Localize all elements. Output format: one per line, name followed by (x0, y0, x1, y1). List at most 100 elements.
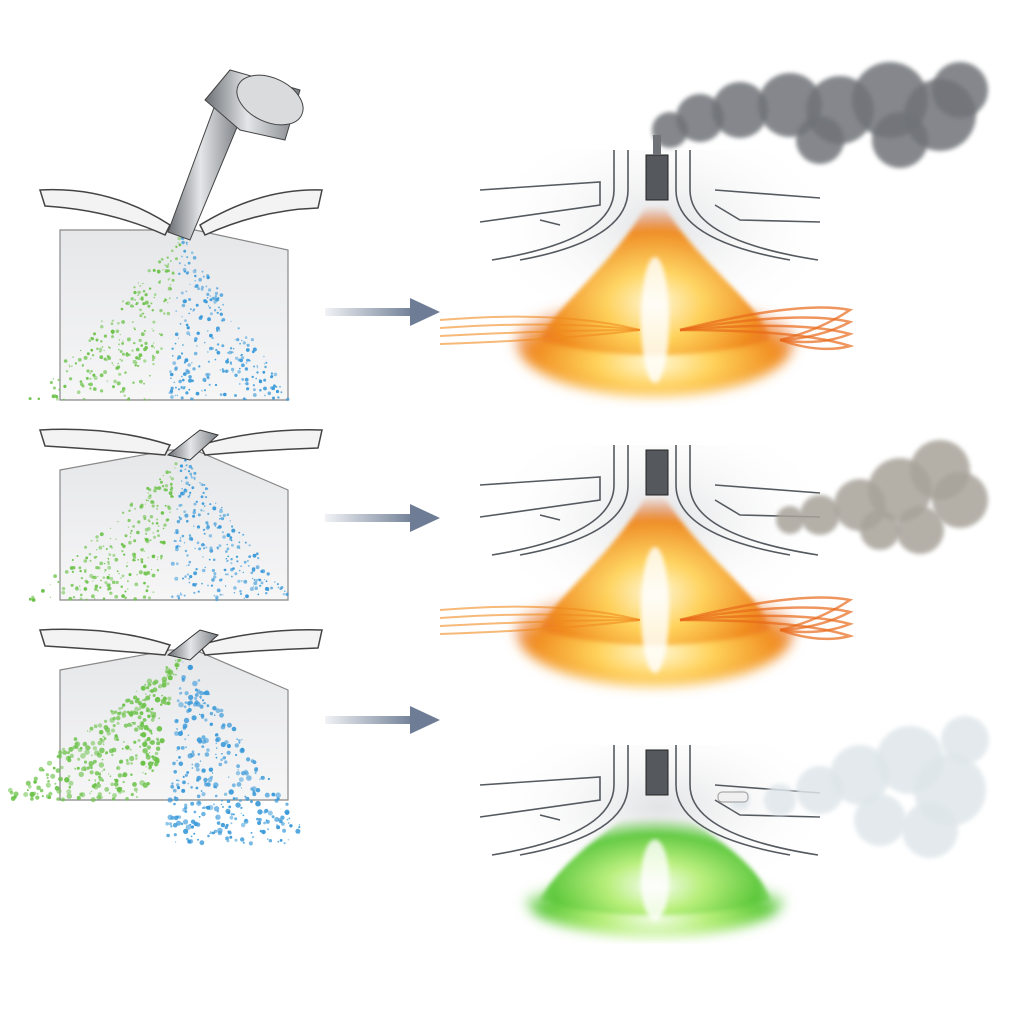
spray-droplet-blue (220, 758, 223, 761)
spray-droplet-blue (239, 547, 241, 549)
spray-droplet-blue (190, 476, 193, 479)
spray-droplet-blue (206, 296, 209, 299)
spray-droplet-green (171, 278, 175, 282)
spray-droplet-green (104, 787, 110, 792)
arrow-head (410, 298, 440, 326)
spray-droplet-blue (207, 330, 209, 332)
spray-droplet-blue (219, 712, 224, 718)
flame-icon (439, 480, 855, 686)
spray-droplet-green (117, 773, 123, 778)
spray-droplet-blue (252, 760, 257, 765)
nozzle-icon (166, 429, 220, 461)
spray-droplet-blue (196, 331, 200, 335)
spray-droplet-blue (178, 494, 182, 498)
spray-droplet-green (79, 569, 82, 573)
spray-droplet-blue (245, 398, 247, 400)
spray-droplet-blue (206, 704, 210, 708)
spray-droplet-green (120, 577, 122, 579)
spray-droplet-green (89, 770, 94, 775)
spray-droplet-green (172, 673, 175, 676)
spray-droplet-green (142, 782, 148, 788)
spray-droplet-blue (184, 773, 188, 777)
spray-droplet-blue (194, 702, 197, 704)
spray-droplet-blue (214, 794, 218, 798)
spray-droplet-blue (266, 587, 269, 590)
spray-droplet-green (33, 780, 37, 784)
spray-droplet-green (119, 358, 122, 361)
spray-droplet-blue (251, 835, 255, 839)
spray-droplet-green (90, 336, 93, 340)
spray-droplet-green (162, 269, 164, 271)
spray-droplet-blue (271, 815, 275, 819)
spray-droplet-green (160, 347, 163, 350)
spray-droplet-blue (229, 361, 232, 364)
spray-droplet-green (150, 683, 152, 686)
nozzle-tip (166, 429, 220, 461)
spray-droplet-green (144, 300, 149, 305)
spray-droplet-green (158, 686, 160, 688)
spray-droplet-green (93, 332, 96, 336)
spray-droplet-green (153, 486, 157, 489)
spray-droplet-blue (257, 821, 262, 825)
spray-droplet-blue (181, 480, 183, 482)
spray-droplet-green (107, 583, 111, 587)
spray-droplet-green (66, 789, 72, 795)
spray-droplet-green (107, 562, 110, 565)
smoke-icon (717, 716, 989, 858)
spray-droplet-blue (226, 547, 230, 551)
spray-droplet-green (145, 589, 149, 593)
spray-droplet-blue (177, 815, 182, 819)
spray-droplet-green (138, 338, 142, 343)
spray-droplet-green (96, 347, 99, 351)
spray-droplet-blue (248, 841, 253, 846)
spray-droplet-green (141, 704, 146, 709)
spray-droplet-blue (172, 788, 177, 793)
spray-droplet-green (117, 711, 121, 716)
spray-droplet-blue (175, 310, 178, 312)
spray-droplet-green (110, 709, 113, 713)
spray-droplet-blue (196, 525, 201, 529)
spray-droplet-green (117, 784, 119, 786)
spray-droplet-blue (209, 775, 214, 779)
spray-droplet-blue (213, 714, 216, 716)
spray-droplet-blue (236, 764, 241, 768)
spray-droplet-green (122, 780, 125, 784)
spray-droplet-green (149, 520, 151, 523)
spray-droplet-green (168, 491, 173, 495)
spray-droplet-green (142, 735, 146, 738)
spray-droplet-blue (252, 553, 257, 558)
spray-droplet-green (68, 364, 71, 366)
spray-droplet-green (122, 740, 125, 743)
spray-droplet-green (167, 696, 172, 701)
spray-droplet-blue (196, 737, 202, 743)
spray-droplet-green (118, 343, 121, 346)
spray-droplet-green (79, 380, 82, 383)
spray-droplet-green (31, 595, 35, 599)
spray-droplet-green (157, 272, 160, 274)
spray-droplet-green (169, 284, 172, 286)
spray-droplet-green (89, 372, 92, 375)
spray-droplet-blue (173, 833, 177, 837)
spray-droplet-blue (255, 579, 259, 582)
spray-droplet-green (83, 760, 88, 764)
spray-droplet-blue (273, 372, 278, 377)
spray-droplet-blue (267, 777, 270, 781)
spray-droplet-blue (246, 387, 250, 391)
spray-droplet-green (76, 390, 81, 395)
smoke-puff (941, 716, 989, 764)
spray-droplet-green (131, 349, 134, 352)
spray-droplet-blue (184, 691, 189, 696)
spray-droplet-blue (197, 753, 201, 756)
injector-panel (7, 628, 323, 846)
spray-droplet-blue (182, 267, 187, 272)
spray-droplet-blue (173, 381, 176, 384)
spray-droplet-blue (214, 525, 217, 527)
spray-droplet-green (52, 378, 55, 380)
spray-droplet-blue (231, 351, 234, 354)
spray-droplet-blue (185, 824, 191, 830)
spray-droplet-green (116, 570, 119, 573)
spray-droplet-green (146, 486, 150, 490)
flame-streak (439, 329, 641, 345)
spray-droplet-blue (222, 594, 224, 596)
spray-droplet-blue (251, 350, 255, 354)
